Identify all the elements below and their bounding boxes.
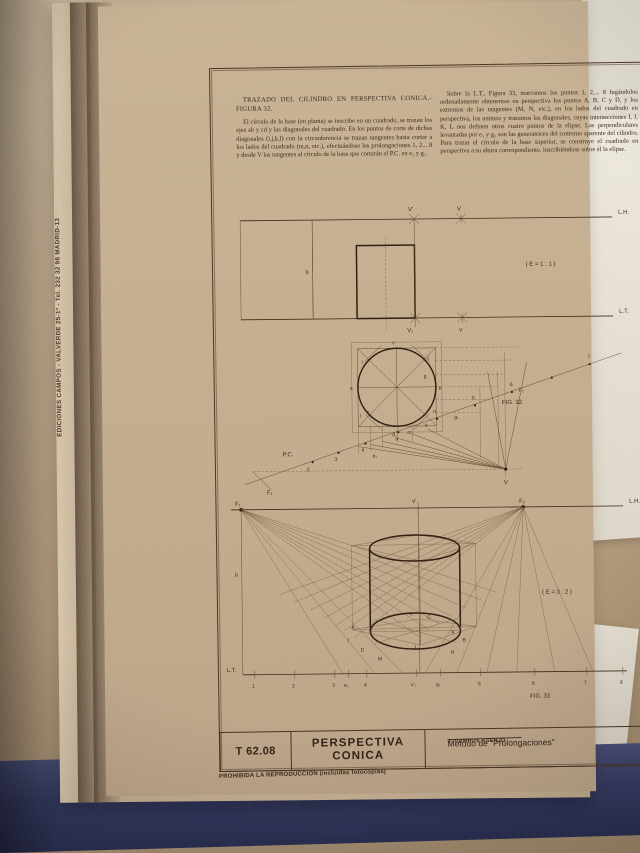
- fig32-pt-j: j: [427, 355, 429, 361]
- fig33-label-h: h: [235, 572, 238, 579]
- fig32-label-lh: L.H.: [618, 210, 629, 216]
- fig33-tick-8: 8: [620, 680, 623, 686]
- printed-sheet: EDICIONES CAMPOS - VALVERDE 25-1º - Tel.…: [54, 1, 640, 797]
- title-block: T 62.08 PERSPECTIVA CONICA Método de "Pr…: [219, 725, 640, 773]
- fig33-tick-3: 3: [332, 683, 335, 689]
- fig33-tick-7: 7: [584, 680, 587, 686]
- fig33-pt-N: N: [451, 650, 455, 656]
- fig33-pt-A: A: [351, 625, 355, 631]
- fig33-tick-g1: g₁: [436, 682, 441, 688]
- fig32-pt-l: l: [360, 414, 361, 420]
- fig33-pt-L: L: [410, 611, 413, 617]
- fig33-tick-1: 1: [252, 684, 255, 690]
- fig33-tick-4: 4: [364, 683, 367, 689]
- fig32-num-5b: 5: [472, 395, 475, 401]
- figure-33-perspective: h: [223, 495, 640, 714]
- fig32-num-6: 6: [510, 382, 513, 388]
- left-body-text: El círculo de la base (en planta) se ins…: [236, 117, 433, 159]
- fig32-pt-g: g: [424, 374, 427, 380]
- fig33-scale-note: ( E = 3 : 2 ): [542, 589, 572, 595]
- fig32-num-5: 5: [395, 436, 398, 442]
- fig32-label-h: h: [306, 269, 309, 276]
- fig33-label-lt: L.T.: [227, 668, 237, 674]
- section-heading: TRAZADO DEL CILINDRO EN PERSPECTIVA CONI…: [235, 94, 432, 113]
- fig32-label-v1: V₁: [407, 328, 413, 334]
- fig32-pt-c: c: [392, 340, 395, 346]
- fig33-label-lh: L.H.: [629, 499, 640, 505]
- fig33-label-f1: F₁: [235, 502, 241, 508]
- fig33-label-vprime: v': [412, 499, 416, 505]
- figure-32-elevation: V' V V₁ v L.H. L.T. h ( E = 1 : 1 ): [220, 199, 640, 343]
- fig32-label-v-ground: v: [459, 328, 462, 334]
- fig33-tick-5: 5: [478, 681, 481, 687]
- fig33-tick-v1: v'₁: [411, 682, 417, 688]
- fig32-num-2: 2: [307, 467, 310, 473]
- fig33-pt-M: M: [378, 656, 382, 662]
- fig33-pt-I: I: [347, 638, 348, 644]
- fig32-scale-note: ( E = 1 : 1 ): [526, 262, 556, 268]
- fig32-num-7: 7: [588, 354, 591, 360]
- fig33-label-f2: F₂: [519, 499, 526, 505]
- fig32-label-f1: F₁: [267, 491, 273, 497]
- fig33-pt-C: C: [427, 615, 431, 621]
- fig33-pt-B: B: [462, 637, 466, 643]
- fig33-tick-2: 2: [292, 683, 295, 689]
- sheet-method: Método de "Prolongaciones" J. CAMPOS ASE…: [425, 727, 640, 768]
- fig33-tick-6: 6: [532, 681, 535, 687]
- text-column-right: Sobre la L.T., Figura 33, marcamos los p…: [440, 89, 639, 157]
- fig32-pt-e: e: [366, 409, 369, 415]
- sheet-author: J. CAMPOS ASENJO: [447, 737, 506, 745]
- fig32-pt-n: n: [433, 409, 436, 415]
- fig32-label-lt: L.T.: [619, 309, 629, 315]
- fig32-num-3: 3: [335, 457, 338, 463]
- fig33-caption: FIG. 33: [530, 694, 551, 700]
- fig32-pt-g1: g₁: [454, 415, 459, 421]
- fig32-pt-d: d: [392, 432, 395, 438]
- fig32-label-v-vertex: V: [504, 480, 508, 486]
- fig32-label-v-prime: V': [408, 207, 413, 213]
- open-book: EDICIONES CAMPOS - VALVERDE 25-1º - Tel.…: [51, 0, 640, 803]
- fig33-tick-e1: e₁: [344, 683, 349, 689]
- sheet-title-line2: CONICA: [332, 749, 385, 763]
- fig32-pt-e1: e₁: [373, 453, 378, 459]
- fig32-pt-b: b: [439, 386, 442, 392]
- fig33-pt-J: J: [414, 645, 417, 651]
- fig32-label-pc: P.C.: [283, 452, 294, 458]
- sheet-title: PERSPECTIVA CONICA: [291, 729, 426, 770]
- fig32-pt-a: a: [350, 386, 353, 392]
- fig32-pt-k: k: [425, 423, 428, 429]
- text-column-left: TRAZADO DEL CILINDRO EN PERSPECTIVA CONI…: [236, 95, 433, 160]
- fig32-caption: FIG. 32: [502, 400, 523, 406]
- sheet-title-line1: PERSPECTIVA: [311, 736, 405, 750]
- fig32-num-f2: F₂: [519, 388, 524, 394]
- fig33-pt-K: K: [451, 630, 455, 636]
- fig32-pt-i: i: [362, 360, 363, 366]
- fig32-num-4: 4: [362, 448, 365, 454]
- fig32-label-v: V: [457, 207, 461, 213]
- right-body-text: Sobre la L.T., Figura 33, marcamos los p…: [439, 88, 639, 156]
- fig32-pt-m: m: [407, 430, 411, 436]
- sheet-code: T 62.08: [220, 731, 292, 772]
- figure-32-plan: c a b d e g m n i j l k g₁ e₁ 2 3: [221, 331, 640, 505]
- fig33-pt-D: D: [361, 648, 365, 654]
